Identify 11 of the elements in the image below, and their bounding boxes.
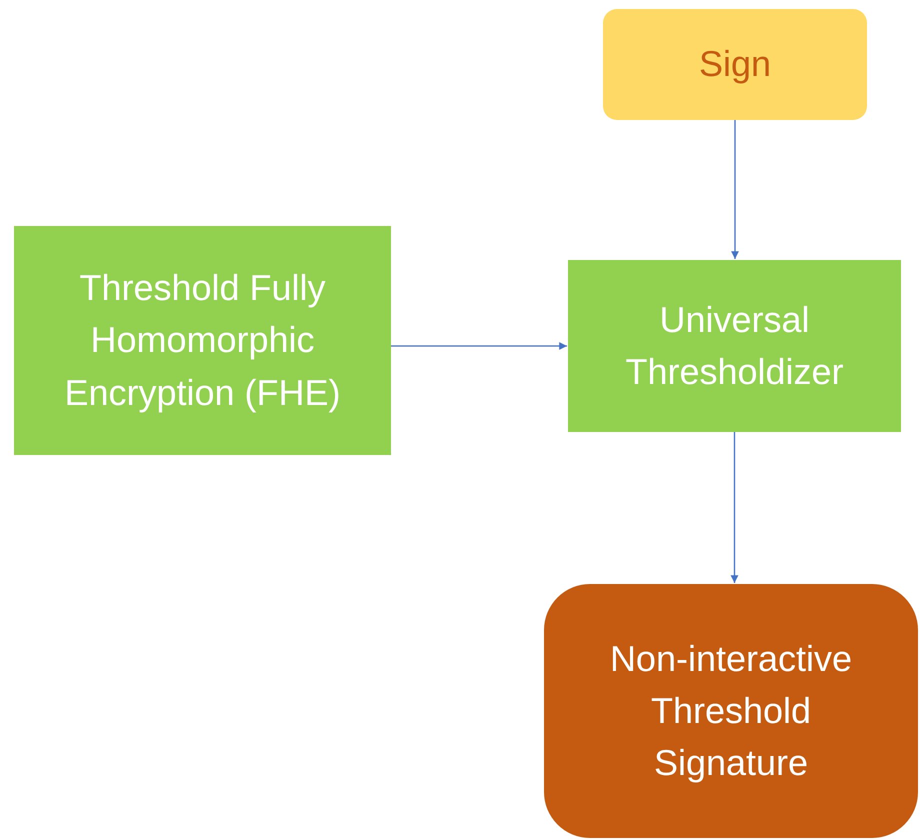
process-box [603, 9, 867, 120]
arrow [730, 432, 738, 583]
arrow [391, 342, 567, 350]
arrow [731, 120, 739, 259]
node-label: Non-interactive Threshold Signature [608, 636, 854, 786]
terminal-box [544, 584, 918, 838]
node-label: Threshold Fully Homomorphic Encryption (FHE) [63, 266, 342, 415]
process-box [568, 260, 901, 432]
node-label: Sign [698, 42, 772, 86]
process-box [14, 226, 391, 455]
node-label: Universal Thresholdizer [624, 298, 845, 394]
